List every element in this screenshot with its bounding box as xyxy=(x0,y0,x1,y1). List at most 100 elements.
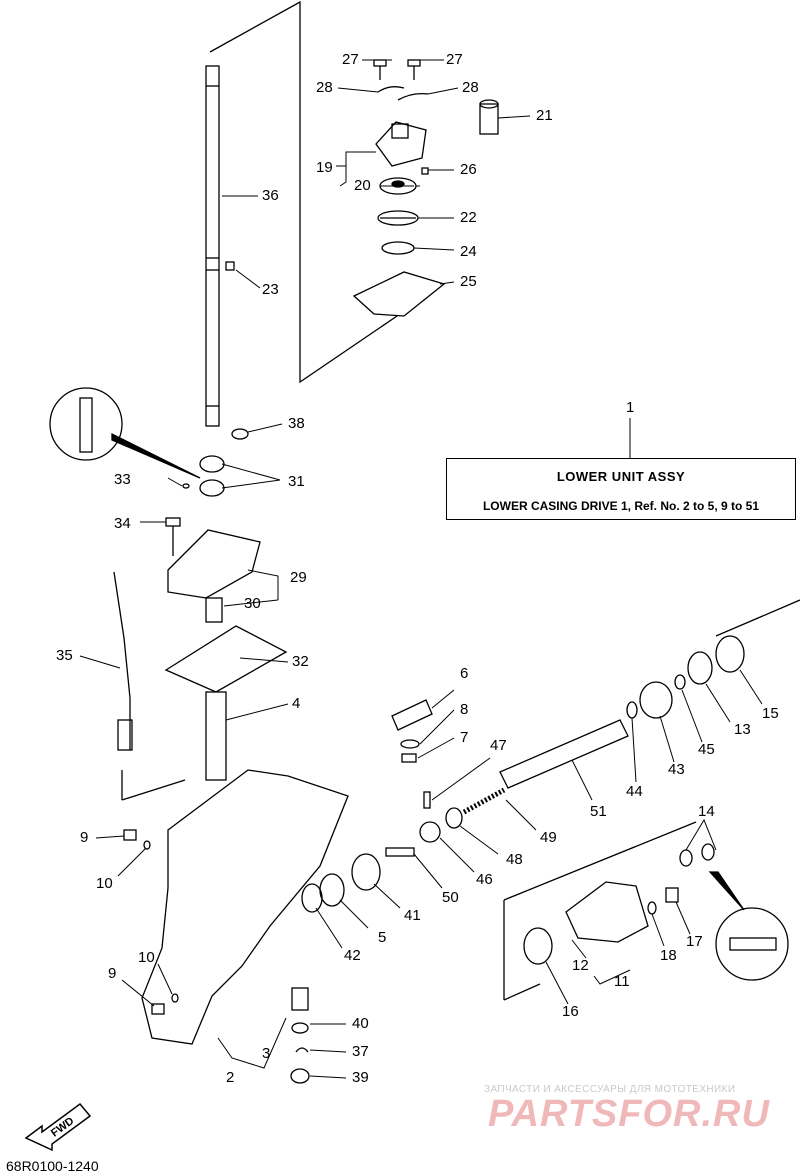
part-label-5: 5 xyxy=(378,929,387,946)
bolt-9-upper xyxy=(123,829,137,841)
part-label-9-lower: 9 xyxy=(108,965,117,982)
gasket-8 xyxy=(400,739,420,749)
spring-49 xyxy=(462,787,506,815)
part-label-2: 2 xyxy=(226,1069,235,1086)
impeller-22 xyxy=(377,210,419,226)
part-label-50: 50 xyxy=(442,889,459,906)
part-label-7: 7 xyxy=(460,729,469,746)
part-label-28-left: 28 xyxy=(316,79,333,96)
shim-42 xyxy=(301,883,323,913)
pin-47 xyxy=(423,791,431,809)
part-label-41: 41 xyxy=(404,907,421,924)
part-label-33: 33 xyxy=(114,471,131,488)
propeller-shaft-51 xyxy=(499,719,629,789)
part-label-3: 3 xyxy=(262,1045,271,1062)
part-label-36: 36 xyxy=(262,187,279,204)
bolt-27-right xyxy=(407,59,421,80)
clip-38 xyxy=(231,428,249,440)
part-label-9-upper: 9 xyxy=(80,829,89,846)
bolt-27-left xyxy=(373,59,387,80)
sleeve-30 xyxy=(205,597,223,623)
part-label-38: 38 xyxy=(288,415,305,432)
part-label-22: 22 xyxy=(460,209,477,226)
part-label-14: 14 xyxy=(698,803,715,820)
part-label-21: 21 xyxy=(536,107,553,124)
part-label-26: 26 xyxy=(460,161,477,178)
part-label-30: 30 xyxy=(244,595,261,612)
o-ring-15 xyxy=(715,635,745,673)
washer-28-right xyxy=(397,92,429,101)
leader-lines xyxy=(79,59,763,1079)
part-label-20: 20 xyxy=(354,177,371,194)
gear-43 xyxy=(639,681,673,719)
part-label-24: 24 xyxy=(460,243,477,260)
part-label-6: 6 xyxy=(460,665,469,682)
shim-44 xyxy=(626,701,638,719)
lower-casing xyxy=(141,769,349,1045)
assy-subtitle: LOWER CASING DRIVE 1, Ref. No. 2 to 5, 9… xyxy=(482,499,760,513)
shim-45 xyxy=(674,674,686,690)
part-label-46: 46 xyxy=(476,871,493,888)
cap-6 xyxy=(391,699,433,731)
shift-rod-35 xyxy=(113,571,131,750)
o-ring-24 xyxy=(381,241,415,255)
part-label-12: 12 xyxy=(572,957,589,974)
washer-10-lower xyxy=(171,993,179,1003)
part-label-11: 11 xyxy=(614,973,630,990)
nut-39 xyxy=(290,1068,310,1084)
part-label-4: 4 xyxy=(292,695,301,712)
part-label-27-left: 27 xyxy=(342,51,359,68)
part-label-10-lower: 10 xyxy=(138,949,155,966)
clutch-46 xyxy=(419,821,441,843)
watermark-logo: PARTSFOR.RU xyxy=(488,1093,770,1135)
part-label-47: 47 xyxy=(490,737,507,754)
seal-14-a xyxy=(679,849,693,867)
part-label-16: 16 xyxy=(562,1003,579,1020)
part-label-40: 40 xyxy=(352,1015,369,1032)
bearing-31-lower xyxy=(199,479,225,497)
bearing-5 xyxy=(319,873,345,907)
loctite-symbol-top xyxy=(49,387,123,461)
part-label-37: 37 xyxy=(352,1043,369,1060)
part-label-19: 19 xyxy=(316,159,333,176)
washer-18 xyxy=(647,901,657,915)
part-label-31: 31 xyxy=(288,473,305,490)
shift-plunger-48 xyxy=(445,807,463,829)
leader-frame xyxy=(121,779,186,801)
lower-unit-assy-box: LOWER UNIT ASSY LOWER CASING DRIVE 1, Re… xyxy=(446,458,796,520)
part-label-17: 17 xyxy=(686,933,703,950)
part-label-10-upper: 10 xyxy=(96,875,113,892)
bearing-31-upper xyxy=(199,455,225,473)
assy-title: LOWER UNIT ASSY xyxy=(556,469,686,484)
bushing-3 xyxy=(291,987,309,1011)
seal-33 xyxy=(182,483,190,489)
part-label-1: 1 xyxy=(626,399,635,416)
part-label-48: 48 xyxy=(506,851,523,868)
part-label-28-right: 28 xyxy=(462,79,479,96)
part-label-39: 39 xyxy=(352,1069,369,1086)
gasket-32 xyxy=(164,625,288,693)
pin-50 xyxy=(385,847,415,857)
washer-40 xyxy=(291,1022,309,1034)
bolt-17 xyxy=(665,887,679,903)
pump-frame-line xyxy=(209,0,401,384)
part-label-29: 29 xyxy=(290,569,307,586)
oil-seal-housing-29 xyxy=(167,529,261,599)
bolt-9-lower xyxy=(151,1003,165,1015)
washer-28-left xyxy=(377,86,405,93)
watermark-tagline: ЗАПЧАСТИ И АКСЕССУАРЫ ДЛЯ МОТОТЕХНИКИ xyxy=(484,1084,736,1095)
bearing-housing-11 xyxy=(565,881,649,943)
part-label-18: 18 xyxy=(660,947,677,964)
loctite-symbol-bottom xyxy=(715,907,789,981)
part-label-23: 23 xyxy=(262,281,279,298)
part-label-42: 42 xyxy=(344,947,361,964)
collar-4 xyxy=(205,691,227,781)
key-26 xyxy=(421,167,429,175)
seal-14-b xyxy=(701,843,715,861)
part-label-44: 44 xyxy=(626,783,643,800)
diagram-code: 68R0100-1240 xyxy=(6,1158,99,1174)
bearing-13 xyxy=(687,651,713,685)
part-label-43: 43 xyxy=(668,761,685,778)
part-label-32: 32 xyxy=(292,653,309,670)
